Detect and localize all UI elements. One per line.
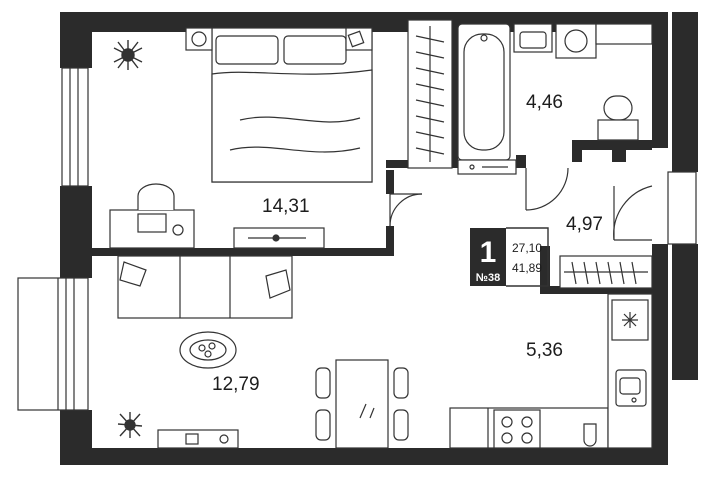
area-kitchen: 5,36: [526, 340, 563, 361]
interior-walls: [92, 20, 652, 294]
exterior-walls: [60, 12, 698, 465]
toilet: [597, 95, 639, 141]
plant-living: [117, 412, 143, 438]
kitchen-sink: [615, 369, 647, 407]
window-right: [667, 171, 697, 245]
hood: [583, 423, 597, 447]
washing-machine: [555, 23, 597, 59]
tv-stand-living: [157, 429, 239, 449]
bathtub: [457, 23, 511, 161]
area-bedroom: 14,31: [262, 196, 310, 217]
area-living: 12,79: [212, 374, 260, 395]
door-bedroom: [389, 193, 423, 227]
nightstand-left: [185, 27, 213, 51]
stove: [493, 409, 541, 449]
apartment-number: №38: [476, 272, 501, 284]
nightstand-right: [345, 27, 373, 51]
bath-shelf: [595, 23, 653, 45]
bed: [211, 27, 373, 183]
apartment-badge: 1 №38 27,10 41,89: [470, 227, 549, 287]
door-bathroom: [525, 167, 569, 211]
bath-cabinet: [457, 159, 517, 175]
sofa: [117, 255, 293, 319]
desk-bedroom: [109, 183, 195, 249]
wardrobe-bedroom: [407, 19, 453, 169]
area-hallway: 4,97: [566, 214, 603, 235]
rooms-count: 1: [480, 236, 497, 269]
area-bathroom: 4,46: [526, 92, 563, 113]
window-left-top: [61, 67, 89, 187]
hall-wardrobe: [559, 255, 653, 289]
door-entrance: [613, 185, 653, 241]
living-area: 27,10: [512, 241, 542, 255]
dining-table: [315, 359, 409, 449]
window-left-bottom: [17, 277, 89, 411]
plant-bedroom: [113, 40, 143, 70]
sink-bath: [513, 23, 553, 53]
rug-table: [179, 331, 237, 369]
tv-stand-bedroom: [233, 227, 325, 249]
total-area: 41,89: [512, 261, 542, 275]
fridge: [611, 299, 649, 341]
